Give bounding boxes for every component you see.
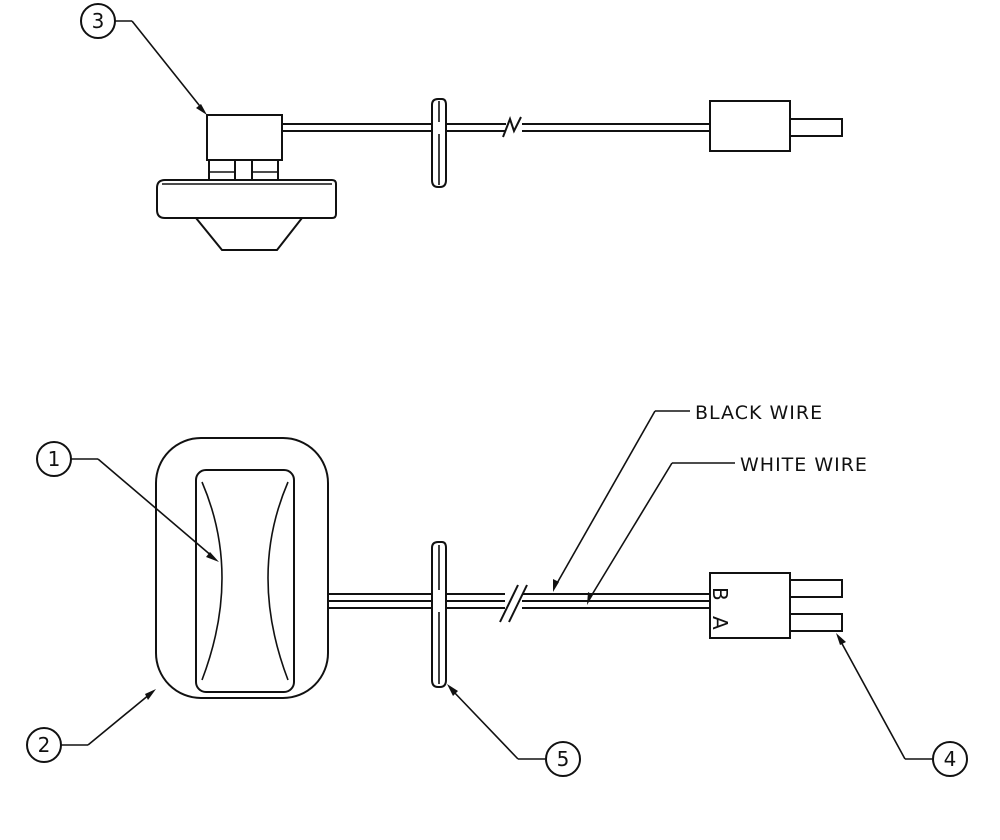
- cable-break-mark-top: [502, 116, 522, 138]
- callout-3-leader: [131, 20, 204, 111]
- callout-1-arrow: [206, 552, 219, 562]
- callout-1-leader: [97, 458, 214, 558]
- callout-1-number: 1: [48, 447, 61, 471]
- cable-break-mark-bottom-a: [499, 584, 519, 623]
- callout-2-leader: [87, 693, 151, 746]
- sensor-outer-body: [155, 437, 329, 699]
- white-wire-leader: [589, 462, 673, 599]
- side-plug-housing: [709, 100, 791, 152]
- lens-curve-right: [267, 481, 289, 681]
- callout-1: 1: [36, 441, 219, 562]
- callout-4-arrow: [836, 633, 846, 645]
- callout-2-number: 2: [38, 733, 51, 757]
- black-wire-leader: [555, 410, 656, 586]
- white-wire-arrow: [587, 592, 593, 605]
- sensor-connector-block: [206, 114, 283, 161]
- callout-4-number: 4: [944, 747, 957, 771]
- cable-break-mark-bottom-b: [508, 584, 528, 623]
- callout-2: 2: [26, 689, 156, 763]
- connector-housing: [709, 572, 791, 639]
- callout-2-arrow: [145, 689, 156, 700]
- side-plug-pin: [789, 118, 843, 137]
- callout-5-arrow: [447, 684, 458, 696]
- sensor-lens-frame: [195, 469, 295, 693]
- pin-b-label: B: [708, 587, 732, 601]
- white-wire-label: WHITE WIRE: [740, 454, 868, 476]
- standoff-left: [208, 159, 236, 181]
- callout-4: 4: [836, 633, 968, 777]
- connector-pin-a: [789, 613, 843, 632]
- connector-pin-b: [789, 579, 843, 598]
- black-wire-label-group: BLACK WIRE: [553, 402, 823, 592]
- callout-4-leader: [839, 639, 906, 760]
- front-view-assembly: B A: [155, 437, 843, 699]
- pin-a-label: A: [708, 616, 732, 630]
- callout-5: 5: [447, 684, 581, 777]
- callout-3: 3: [80, 3, 207, 115]
- black-wire-arrow: [553, 579, 559, 592]
- standoff-right: [251, 159, 279, 181]
- sensor-base: [156, 179, 337, 219]
- sensor-cone: [195, 217, 303, 251]
- white-wire-label-group: WHITE WIRE: [587, 454, 868, 605]
- callout-5-number: 5: [557, 747, 570, 771]
- black-wire-label: BLACK WIRE: [695, 402, 823, 424]
- callout-5-leader: [451, 689, 519, 760]
- side-view-assembly: [156, 98, 843, 251]
- callout-3-arrow: [196, 104, 207, 115]
- callout-3-number: 3: [92, 9, 105, 33]
- lens-curve-left: [201, 481, 223, 681]
